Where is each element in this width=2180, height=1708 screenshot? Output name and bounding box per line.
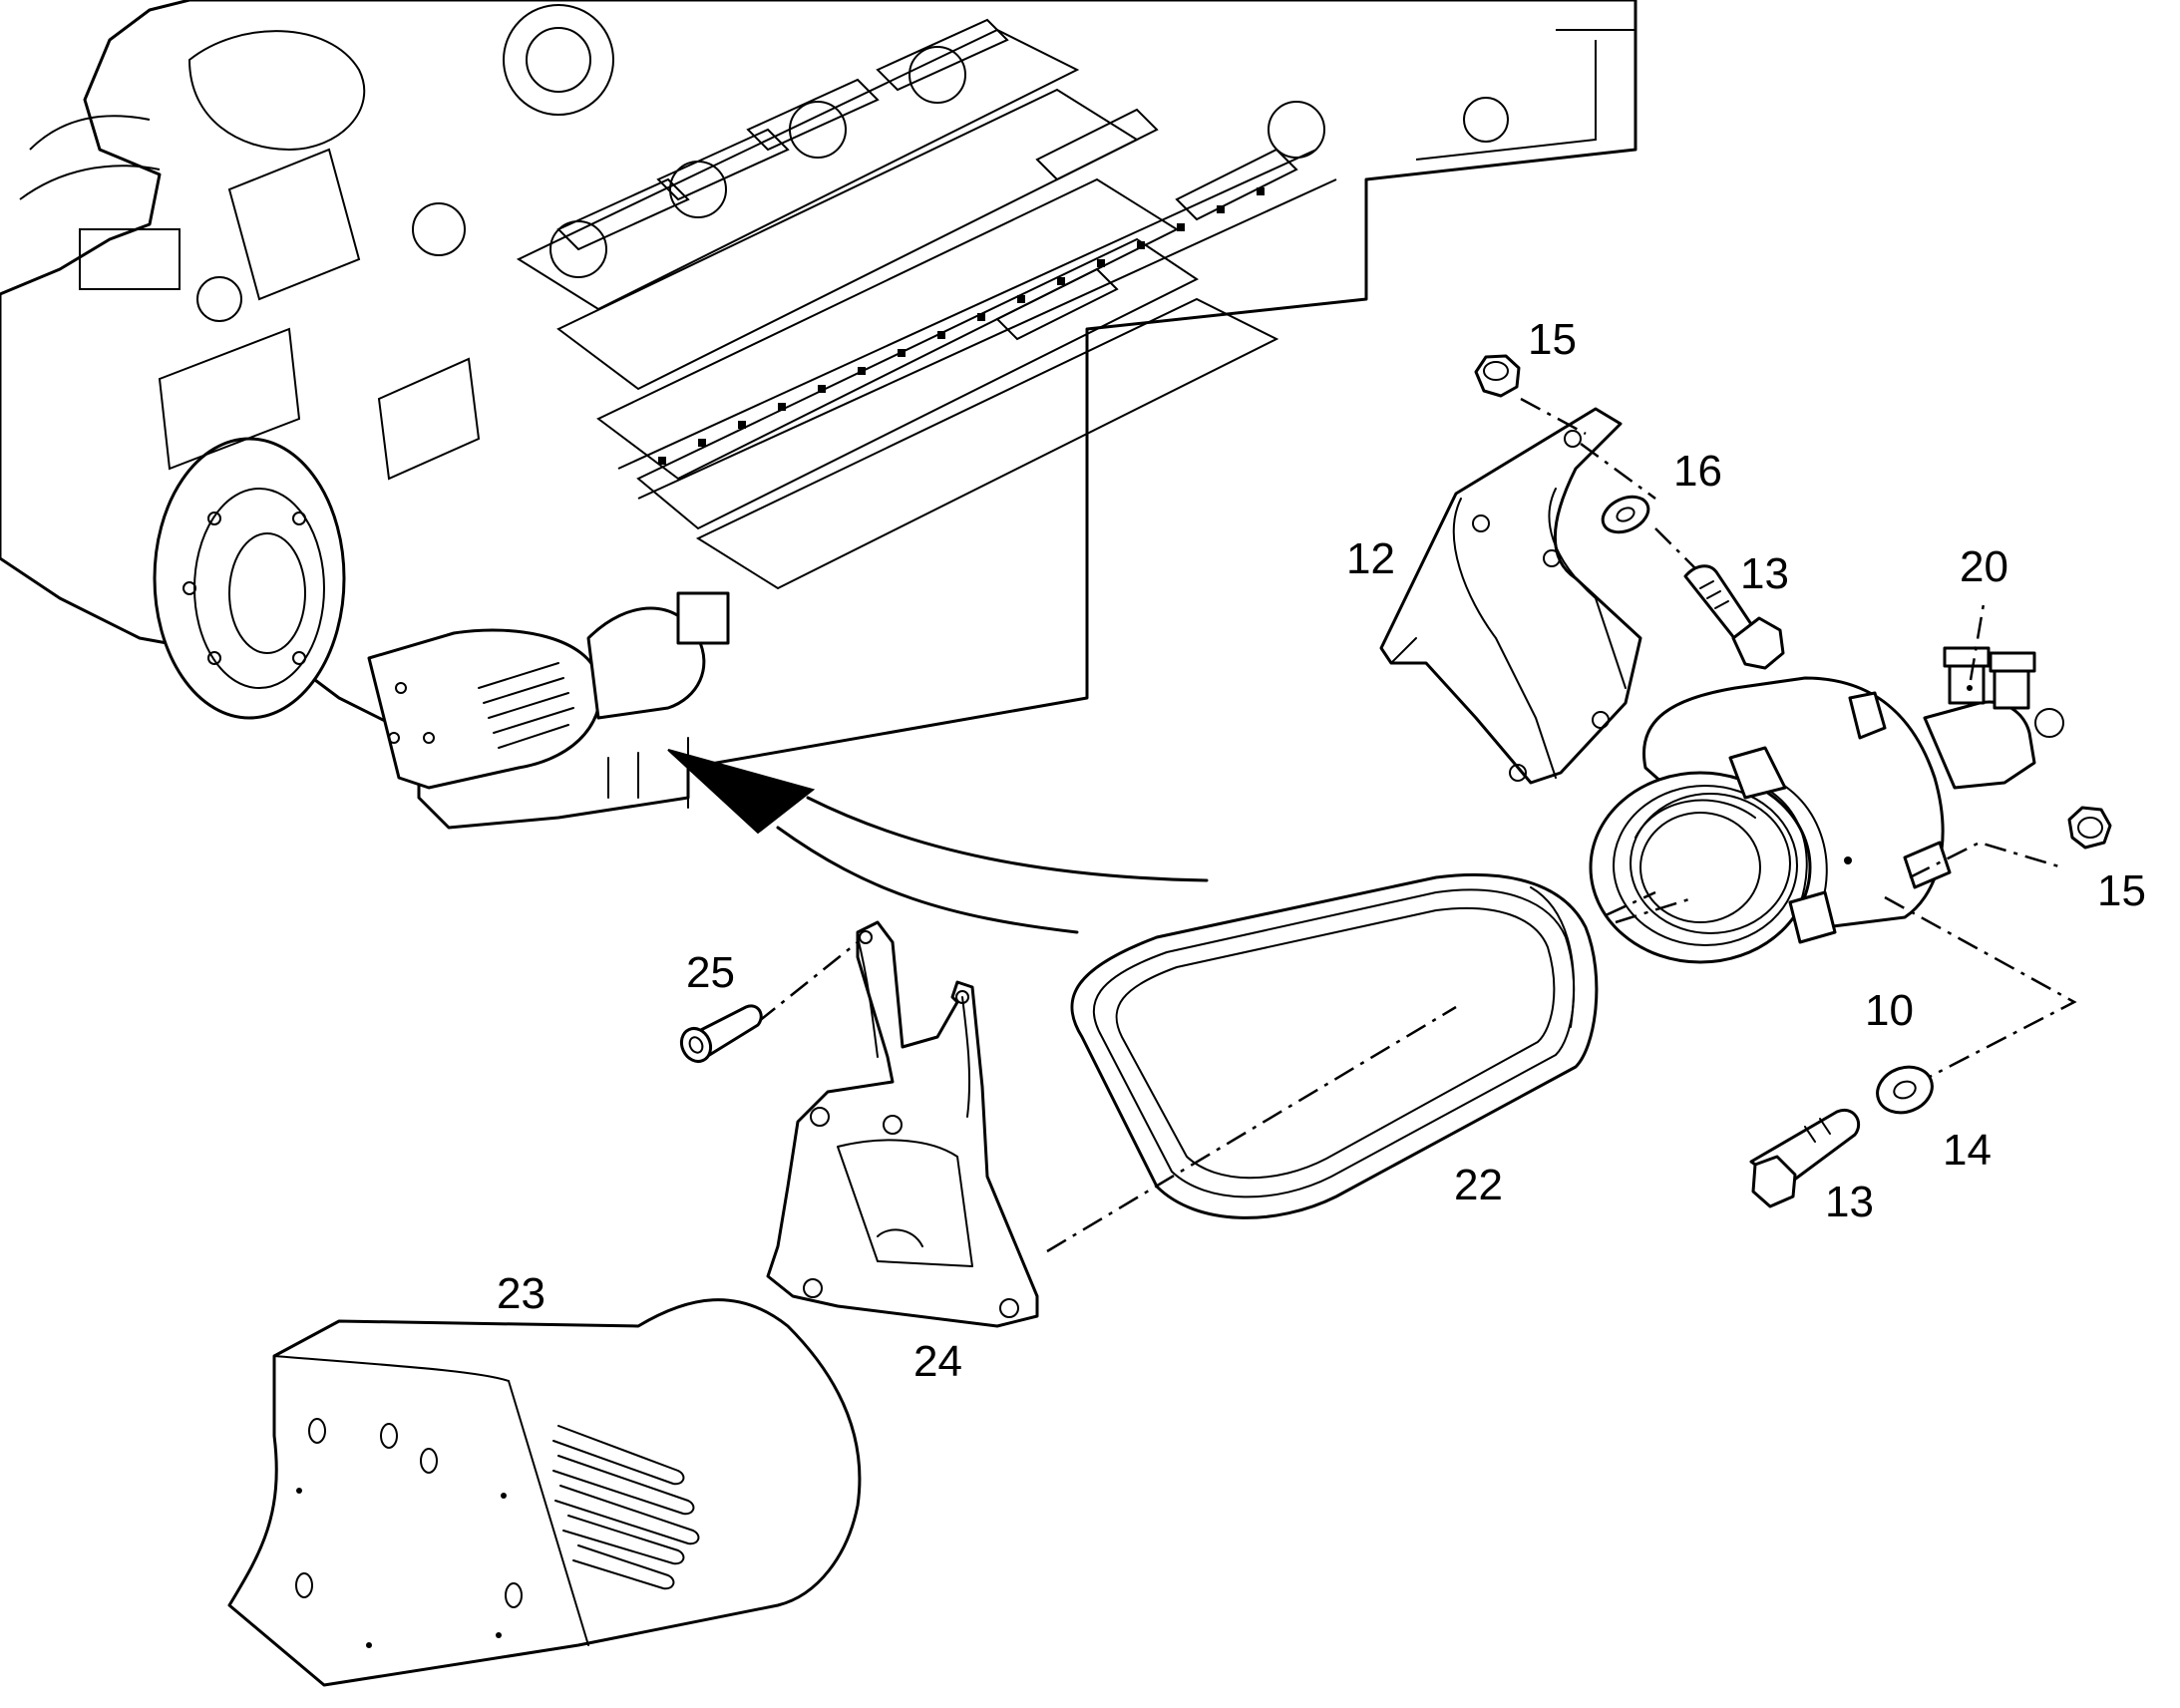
part-13-bolt-lower	[1749, 1108, 1861, 1208]
callout-10-compressor: 10	[1865, 986, 1914, 1035]
part-22-drive-belt	[1070, 873, 1599, 1219]
part-10-compressor	[1589, 646, 2064, 964]
flywheel	[153, 437, 346, 720]
callout-15-upper-nut: 15	[1528, 315, 1577, 364]
callout-22-drive-belt: 22	[1454, 1161, 1503, 1209]
callout-13-upper-bolt: 13	[1740, 549, 1789, 598]
part-24-lower-bracket	[766, 920, 1039, 1328]
callout-labels: 15 16 12 13 20 15 10 25 22 14 13 23 24	[497, 315, 2146, 1386]
part-15-nut-upper	[1474, 354, 1521, 398]
installed-compressor-thumbnail	[367, 628, 602, 790]
callout-12-upper-bracket: 12	[1346, 534, 1395, 583]
part-12-upper-bracket	[1379, 407, 1642, 785]
callout-14-washer: 14	[1943, 1126, 1992, 1175]
callout-23-belt-guard: 23	[497, 1269, 545, 1318]
part-15-nut-right	[2067, 806, 2112, 850]
callout-24-lower-bracket: 24	[913, 1337, 962, 1386]
callout-13-lower-bolt: 13	[1825, 1178, 1874, 1226]
part-16-washer	[1601, 495, 1650, 534]
part-14-washer	[1876, 1065, 1934, 1115]
callout-16-washer: 16	[1673, 447, 1722, 496]
part-13-bolt-upper	[1683, 564, 1785, 670]
installation-arrow	[667, 749, 1209, 934]
callout-15-right-nut: 15	[2097, 866, 2146, 915]
part-25-cap-screw	[679, 1004, 763, 1064]
callout-20-valve: 20	[1960, 542, 2008, 591]
engine-assembly-illustration	[0, 0, 1637, 830]
part-23-belt-guard	[227, 1298, 862, 1687]
callout-25-cap-screw: 25	[686, 948, 735, 997]
